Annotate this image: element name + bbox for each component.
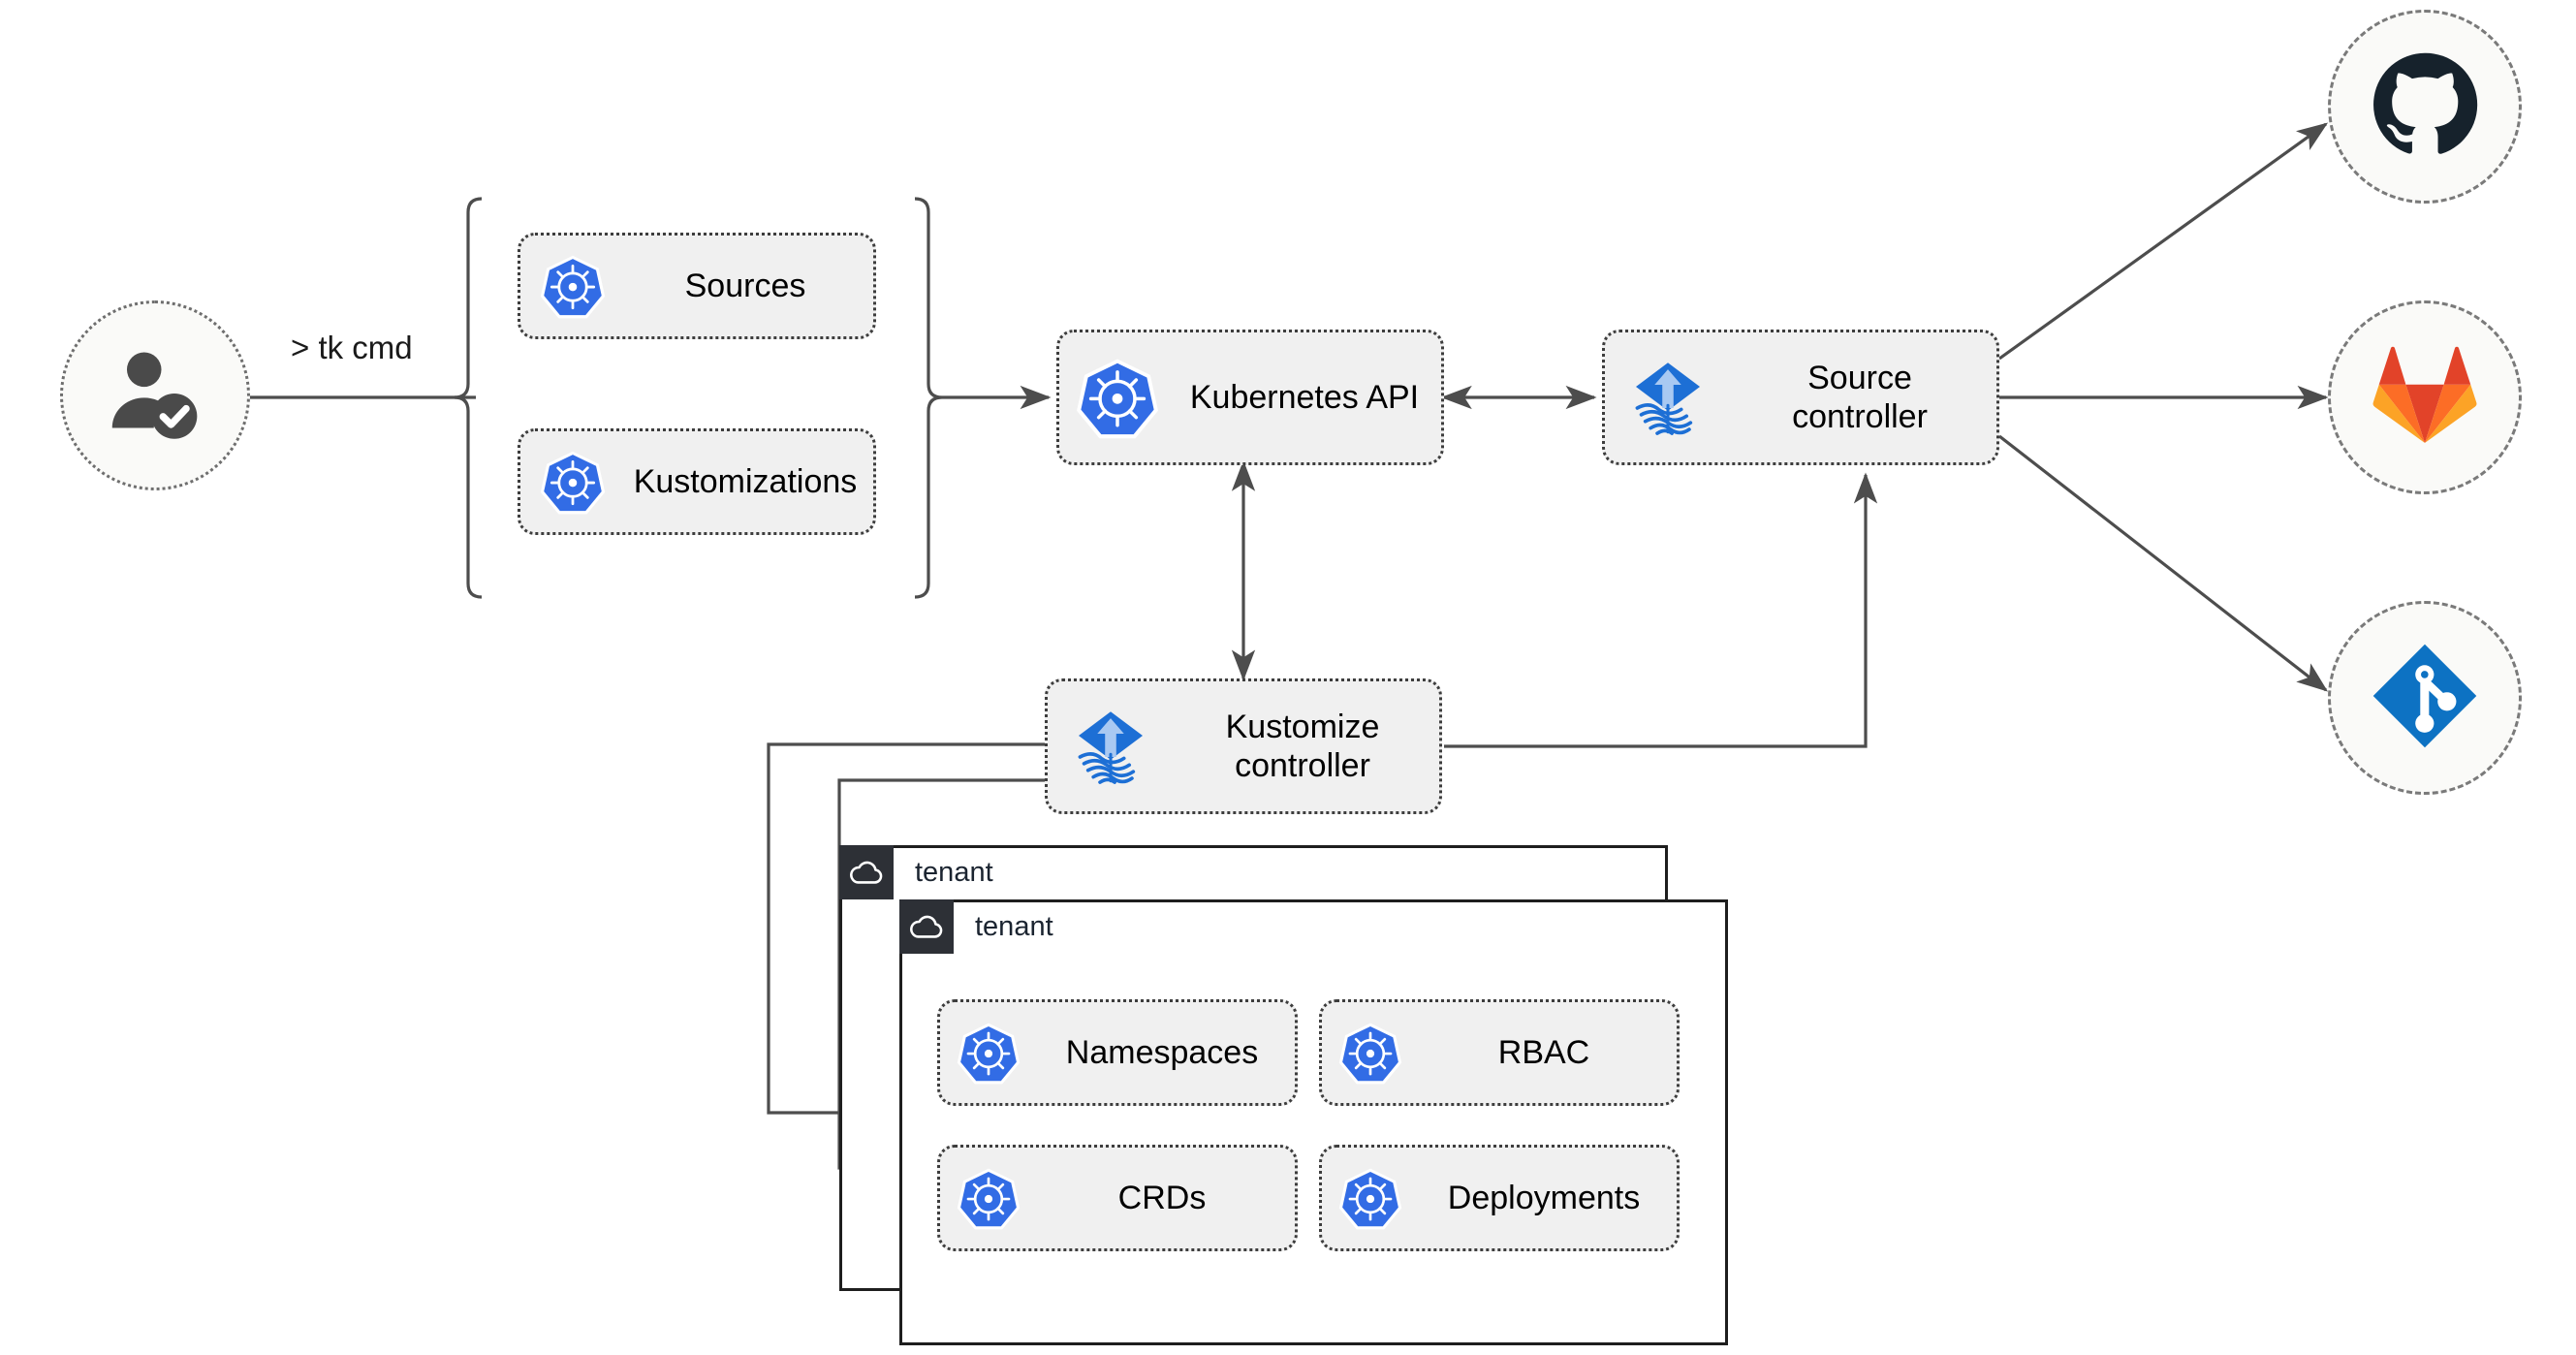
cloud-icon: [899, 899, 954, 954]
node-kustomizations-label: Kustomizations: [633, 462, 858, 500]
node-sources[interactable]: Sources: [518, 233, 876, 339]
node-sources-label: Sources: [684, 267, 806, 304]
kubernetes-icon: [940, 1021, 1037, 1085]
node-kustomizations[interactable]: Kustomizations: [518, 428, 876, 535]
flux-icon: [1048, 704, 1174, 789]
tenant-window-2[interactable]: tenant Namespaces: [899, 899, 1728, 1345]
kubernetes-icon: [1322, 1166, 1419, 1230]
node-provider-gitlab[interactable]: [2328, 300, 2522, 494]
tenant-1-tab: tenant: [839, 845, 993, 899]
node-deployments-label: Deployments: [1447, 1179, 1641, 1216]
node-source-controller[interactable]: Source controller: [1602, 330, 1999, 465]
edge-kustomize-to-source-controller: [1444, 472, 1878, 748]
kubernetes-icon: [520, 449, 625, 515]
tenant-2-label: tenant: [975, 911, 1053, 942]
cloud-icon: [839, 845, 894, 899]
bracket-right: [914, 197, 943, 599]
node-deployments[interactable]: Deployments: [1319, 1145, 1680, 1251]
gitlab-icon: [2371, 341, 2479, 455]
github-icon: [2371, 50, 2479, 164]
user-check-icon: [105, 343, 205, 449]
kubernetes-icon: [940, 1166, 1037, 1230]
flux-icon: [1605, 355, 1731, 440]
git-icon: [2369, 640, 2481, 757]
kubernetes-icon: [1322, 1021, 1419, 1085]
node-kustomize-controller-label: Kustomize controller: [1225, 708, 1380, 784]
node-provider-git[interactable]: [2328, 601, 2522, 795]
edge-source-to-git: [1998, 434, 2329, 692]
node-namespaces[interactable]: Namespaces: [937, 999, 1298, 1106]
bracket-left: [454, 197, 483, 599]
node-provider-github[interactable]: [2328, 10, 2522, 204]
node-source-controller-label: Source controller: [1792, 359, 1928, 435]
node-rbac[interactable]: RBAC: [1319, 999, 1680, 1106]
node-crds[interactable]: CRDs: [937, 1145, 1298, 1251]
node-kubernetes-api-label: Kubernetes API: [1189, 378, 1420, 416]
tenant-2-tab: tenant: [899, 899, 1053, 954]
edge-source-to-github: [1998, 122, 2329, 361]
node-rbac-label: RBAC: [1497, 1033, 1590, 1071]
kubernetes-icon: [520, 253, 625, 319]
kubernetes-icon: [1059, 356, 1176, 439]
node-crds-label: CRDs: [1117, 1179, 1207, 1216]
edge-label-tk-cmd: > tk cmd: [291, 330, 413, 365]
node-namespaces-label: Namespaces: [1065, 1033, 1259, 1071]
node-kubernetes-api[interactable]: Kubernetes API: [1056, 330, 1444, 465]
tenant-1-label: tenant: [915, 857, 993, 888]
user-actor-node[interactable]: [60, 300, 250, 490]
node-kustomize-controller[interactable]: Kustomize controller: [1045, 678, 1442, 814]
